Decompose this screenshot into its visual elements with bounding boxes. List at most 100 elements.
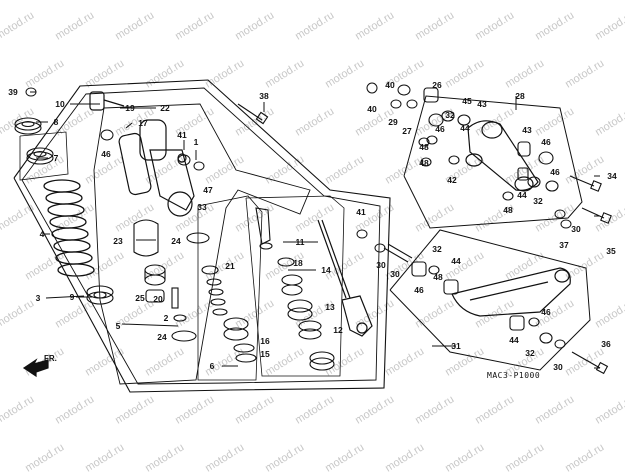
callout-part-42: 42 <box>447 174 457 185</box>
callout-part-19: 19 <box>125 102 135 113</box>
group-outline-shock-inner <box>21 87 381 385</box>
bolt-35 <box>581 207 612 224</box>
callout-part-18: 18 <box>293 257 303 268</box>
damper-cap <box>144 264 166 286</box>
callout-part-32: 32 <box>533 195 543 206</box>
callout-part-30: 30 <box>571 223 581 234</box>
callout-part-4: 4 <box>39 228 45 239</box>
callout-part-27: 27 <box>402 125 412 136</box>
callout-part-46: 46 <box>435 123 445 134</box>
collar-26 <box>423 87 439 103</box>
callout-part-3: 3 <box>35 292 41 303</box>
upper-bearings <box>418 110 559 201</box>
callout-part-45: 46 <box>541 136 551 147</box>
group-outline-damper <box>93 103 311 385</box>
group-outline-link-lower <box>389 229 591 371</box>
upper-rocker-arm <box>465 120 539 192</box>
callout-part-32: 32 <box>525 347 535 358</box>
callout-part-35: 35 <box>606 245 616 256</box>
callout-part-42: 41 <box>177 129 187 140</box>
callout-part-36: 36 <box>601 338 611 349</box>
callout-part-28: 28 <box>515 90 525 101</box>
callout-part-8: 8 <box>53 116 59 127</box>
callout-part-1: 1 <box>193 136 199 147</box>
leader <box>121 323 179 327</box>
spring-lock-nut <box>26 147 54 165</box>
callout-part-9: 9 <box>69 291 75 302</box>
diagram-code: MAC3-P1000 <box>487 371 541 380</box>
front-indicator-label: FR. <box>44 354 57 363</box>
bolt-36 <box>571 351 609 375</box>
callout-part-48: 48 <box>503 204 513 215</box>
lower-link-arm <box>451 267 571 317</box>
callout-part-11: 11 <box>295 236 305 247</box>
bushing-25 <box>145 289 165 303</box>
callout-part-10: 10 <box>55 98 65 109</box>
callout-part-5: 5 <box>115 320 121 331</box>
callout-part-44: 44 <box>509 334 519 345</box>
callout-part-46: 46 <box>414 284 424 295</box>
callout-part-44: 44 <box>460 122 470 133</box>
callout-part-15: 15 <box>260 348 270 359</box>
callout-part-30: 30 <box>553 361 563 372</box>
callout-part-38: 38 <box>259 90 269 101</box>
callout-part-43: 43 <box>522 124 532 135</box>
callout-part-48: 48 <box>419 157 429 168</box>
callout-part-34: 34 <box>607 170 617 181</box>
callout-part-29: 30 <box>390 268 400 279</box>
callout-part-48: 48 <box>433 271 443 282</box>
callout-part-44: 44 <box>451 255 461 266</box>
callout-part-32: 32 <box>432 243 442 254</box>
callout-part-44: 44 <box>517 189 527 200</box>
callout-part-24: 24 <box>157 331 167 342</box>
valve-2 <box>171 287 187 322</box>
group-outline-shock <box>13 79 391 393</box>
callout-part-48: 48 <box>419 141 429 152</box>
collar-42 <box>177 154 191 166</box>
callout-part-17: 17 <box>138 117 148 128</box>
callout-part-24: 24 <box>171 235 181 246</box>
reservoir-bladder <box>133 219 159 257</box>
circlip-24 <box>171 232 210 342</box>
callout-part-30: 29 <box>388 116 398 127</box>
callout-part-13: 13 <box>325 301 335 312</box>
bolt-34 <box>569 175 602 192</box>
group-outline-spring-kit <box>19 131 69 181</box>
callout-part-43: 43 <box>477 98 487 109</box>
spring-seat <box>86 285 114 305</box>
callout-part-37: 37 <box>559 239 569 250</box>
damper-rod <box>317 219 373 337</box>
spring-adjuster-nut <box>14 117 42 135</box>
shock-body <box>89 91 195 217</box>
callout-part-21: 21 <box>225 260 235 271</box>
seal-stack <box>277 257 335 371</box>
washer-47 <box>100 129 114 141</box>
callout-part-14: 14 <box>321 264 331 275</box>
leader <box>45 295 85 299</box>
callout-part-31: 31 <box>451 340 461 351</box>
leader <box>125 122 133 129</box>
callout-part-46: 46 <box>550 166 560 177</box>
group-outline-seal <box>197 195 263 381</box>
callout-part-48: 47 <box>203 184 213 195</box>
callout-part-30: 30 <box>376 259 386 270</box>
callout-part-23: 23 <box>113 235 123 246</box>
lower-link-bearings <box>411 261 553 344</box>
callout-part-2: 2 <box>163 312 169 323</box>
callout-part-26: 26 <box>432 79 442 90</box>
collar-29 <box>383 243 413 263</box>
callout-part-7: 7 <box>53 152 59 163</box>
front-arrow-icon <box>22 358 49 378</box>
shock-spring <box>43 179 95 277</box>
callout-part-41: 40 <box>367 103 377 114</box>
callout-part-20: 20 <box>153 293 163 304</box>
callout-part-33: 33 <box>197 201 207 212</box>
group-outline-rod <box>245 195 345 377</box>
group-outline-link-upper <box>403 95 583 229</box>
callout-part-16: 16 <box>260 335 270 346</box>
callout-part-6: 6 <box>209 360 215 371</box>
rebound-assembly <box>201 207 273 363</box>
callout-part-25: 25 <box>135 292 145 303</box>
